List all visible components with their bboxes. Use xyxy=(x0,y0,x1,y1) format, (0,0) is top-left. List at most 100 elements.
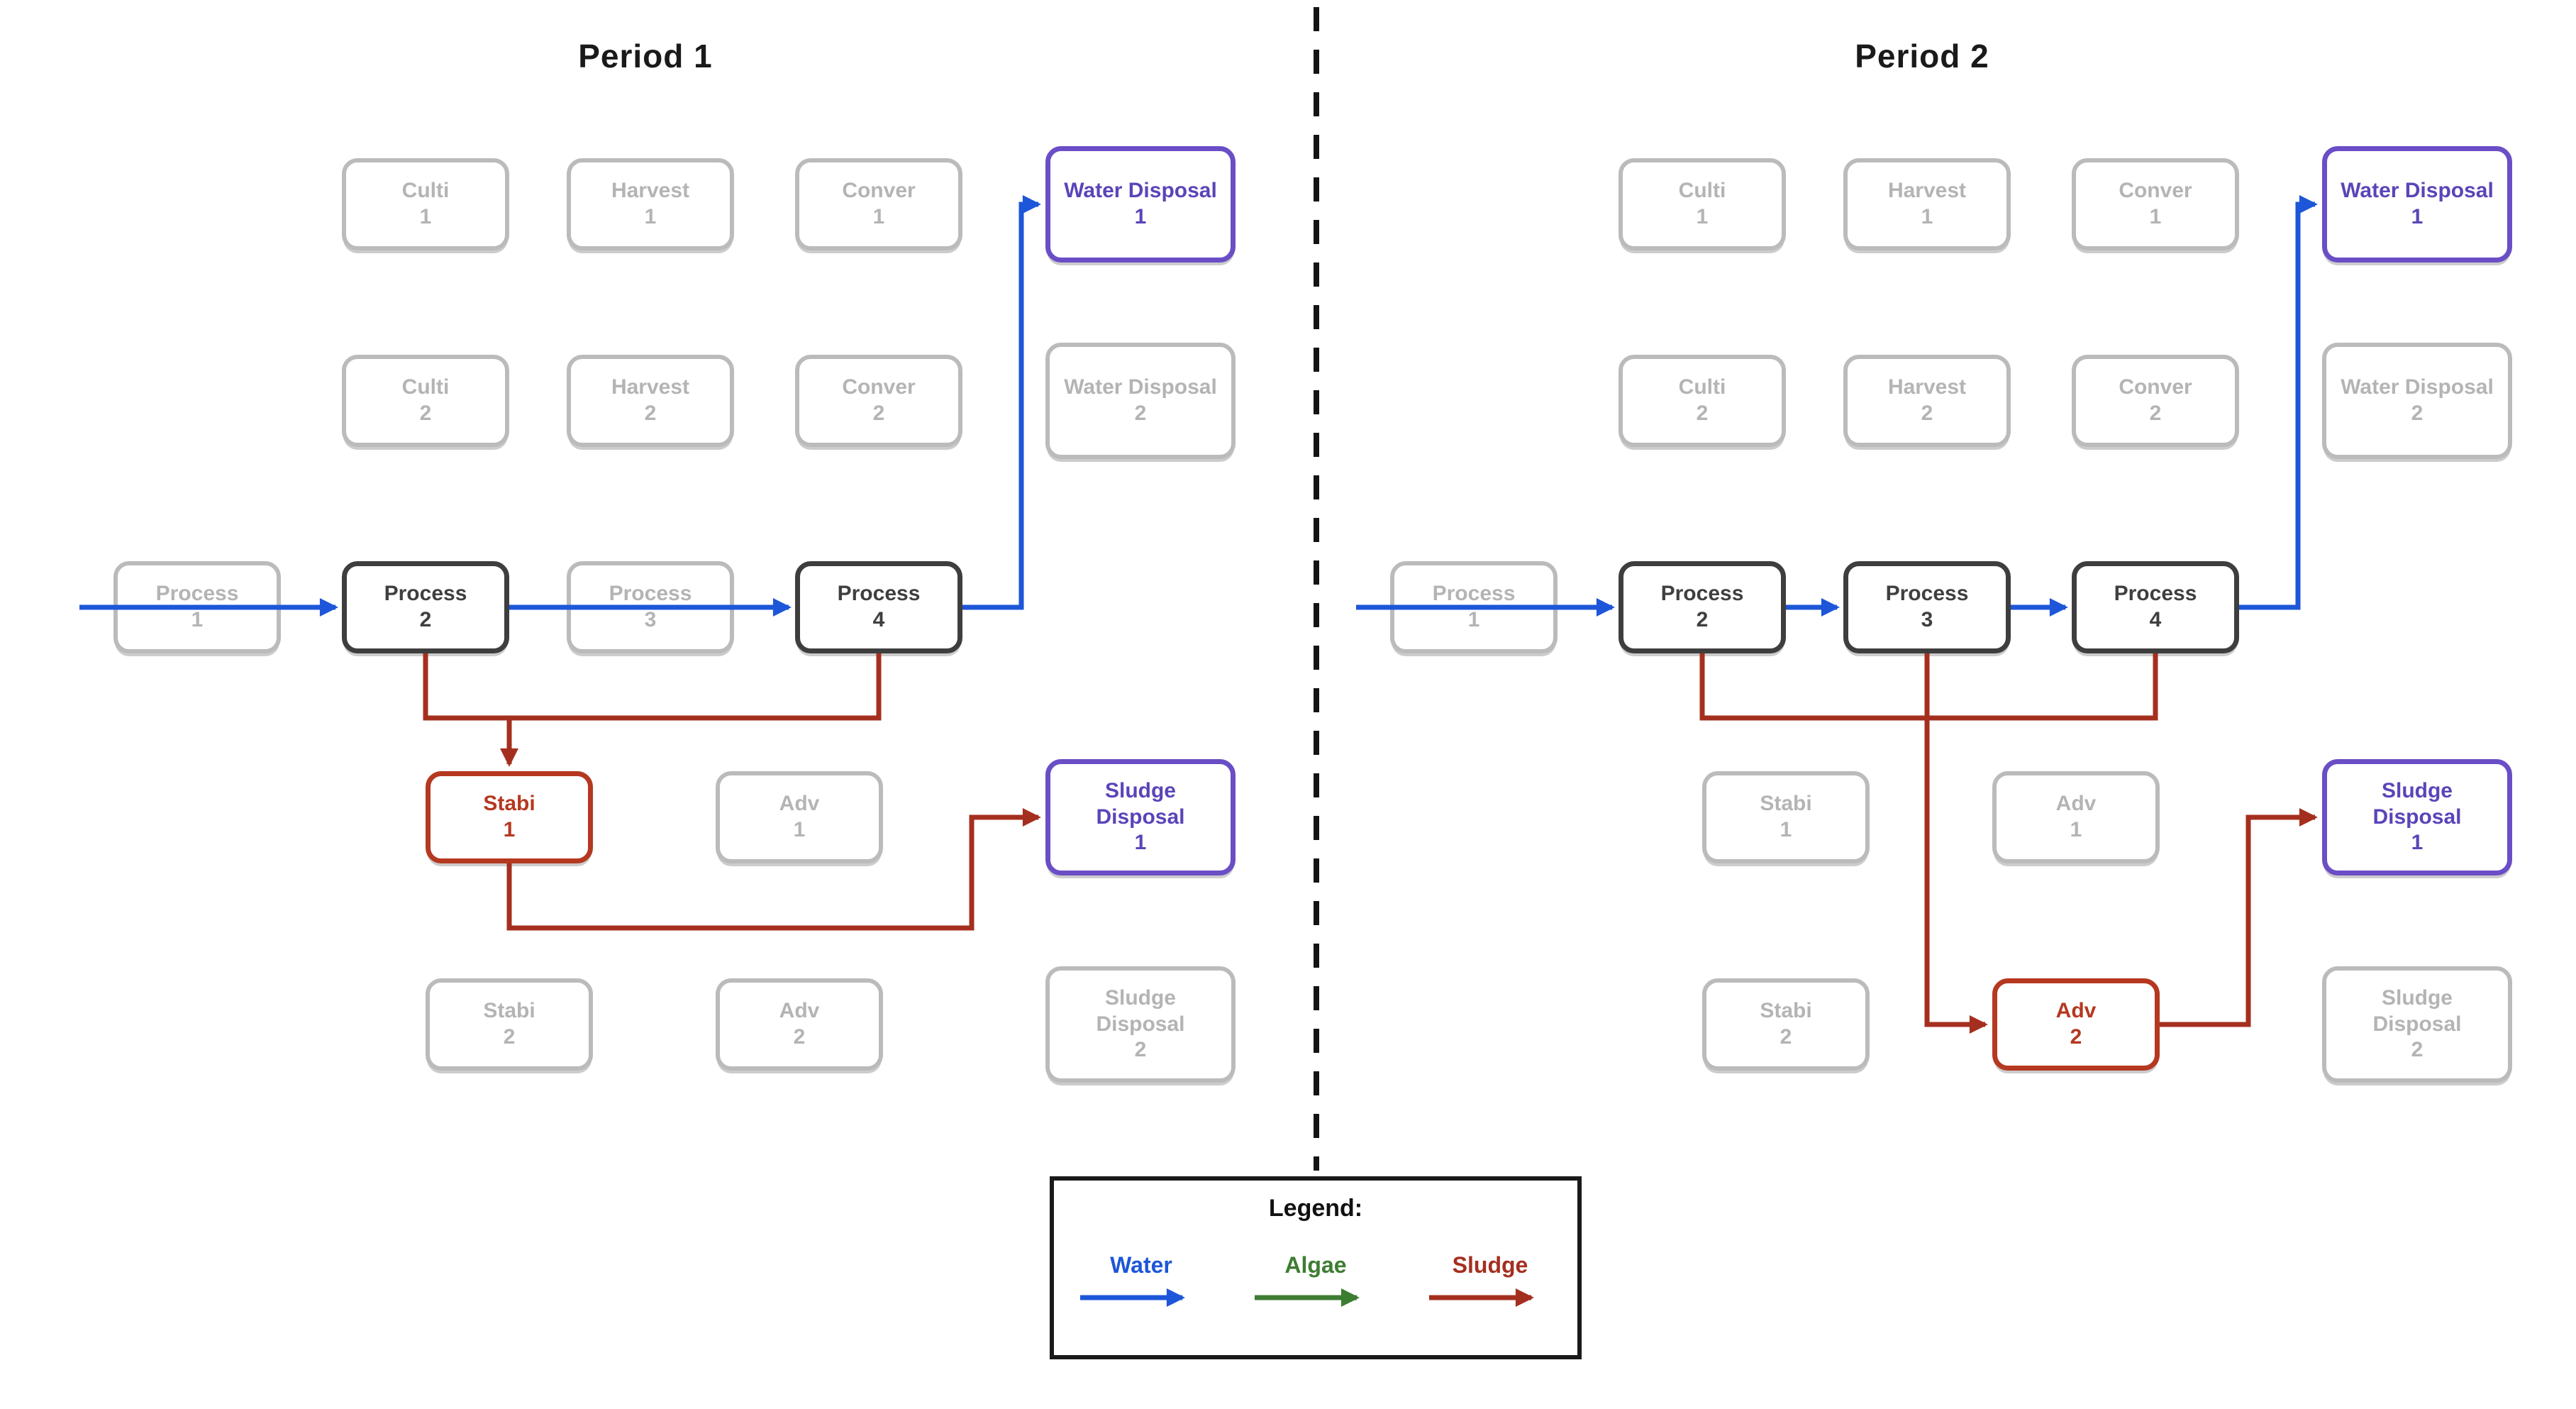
node-number: 2 xyxy=(2149,402,2162,425)
node-p1-process-4: Process 4 xyxy=(795,561,962,653)
node-number: 2 xyxy=(1696,608,1709,631)
node-p2-sludge-disposal-1: Sludge Disposal 1 xyxy=(2322,759,2512,875)
node-label: Stabi xyxy=(1760,792,1812,816)
node-p2-stabi-2: Stabi 2 xyxy=(1702,978,1870,1071)
node-label: Adv xyxy=(779,792,820,816)
node-label: Harvest xyxy=(1887,375,1967,399)
node-number: 1 xyxy=(793,818,806,841)
node-label: Water Disposal xyxy=(2341,179,2494,203)
node-p2-process-2: Process 2 xyxy=(1619,561,1786,653)
node-p2-sludge-disposal-2: Sludge Disposal 2 xyxy=(2322,966,2512,1083)
sludge-line-p1-process2-process4-junction xyxy=(423,653,882,721)
legend-label-water: Water xyxy=(1110,1252,1172,1278)
node-label: Process xyxy=(1660,582,1744,606)
node-label: Culti xyxy=(401,375,450,399)
node-p2-culti-1: Culti 1 xyxy=(1619,158,1786,250)
legend-label-algae: Algae xyxy=(1284,1252,1347,1278)
node-number: 2 xyxy=(1921,402,1933,425)
node-label: Sludge Disposal xyxy=(2372,986,2462,1036)
node-label: Sludge Disposal xyxy=(1096,779,1185,829)
node-label: Harvest xyxy=(611,375,690,399)
node-label: Stabi xyxy=(1760,999,1812,1023)
legend-entry-algae: Algae xyxy=(1252,1252,1379,1307)
node-p1-culti-1: Culti 1 xyxy=(342,158,509,250)
node-label: Stabi xyxy=(483,999,535,1023)
node-p1-process-1: Process 1 xyxy=(113,561,281,653)
node-p1-sludge-disposal-1: Sludge Disposal 1 xyxy=(1045,759,1236,875)
node-label: Adv xyxy=(2055,999,2097,1023)
node-p1-adv-2: Adv 2 xyxy=(716,978,883,1071)
legend-entry-water: Water xyxy=(1077,1252,1205,1307)
legend-title: Legend: xyxy=(1268,1195,1363,1222)
node-number: 2 xyxy=(419,402,432,425)
legend-label-sludge: Sludge xyxy=(1452,1252,1528,1278)
node-number: 4 xyxy=(872,608,885,631)
node-p1-water-disposal-1: Water Disposal 1 xyxy=(1045,146,1236,263)
node-number: 2 xyxy=(2070,1025,2082,1049)
node-label: Process xyxy=(155,582,239,606)
node-number: 1 xyxy=(2411,831,2424,855)
node-label: Process xyxy=(837,582,921,606)
node-p1-harvest-1: Harvest 1 xyxy=(567,158,734,250)
node-number: 1 xyxy=(644,205,657,228)
node-number: 2 xyxy=(1780,1025,1792,1049)
node-p2-water-disposal-2: Water Disposal 2 xyxy=(2322,343,2512,459)
node-number: 1 xyxy=(503,818,516,841)
node-number: 2 xyxy=(419,608,432,631)
node-label: Adv xyxy=(779,999,820,1023)
node-number: 2 xyxy=(2411,402,2424,425)
node-p2-conver-1: Conver 1 xyxy=(2072,158,2239,250)
node-p1-sludge-disposal-2: Sludge Disposal 2 xyxy=(1045,966,1236,1083)
node-number: 2 xyxy=(1134,1038,1147,1062)
node-p2-process-3: Process 3 xyxy=(1843,561,2011,653)
node-label: Harvest xyxy=(1887,179,1967,203)
node-number: 2 xyxy=(644,402,657,425)
node-number: 1 xyxy=(1780,818,1792,841)
node-p1-process-3: Process 3 xyxy=(567,561,734,653)
node-label: Process xyxy=(2114,582,2197,606)
node-label: Process xyxy=(1432,582,1516,606)
node-p1-process-2: Process 2 xyxy=(342,561,509,653)
node-p2-harvest-1: Harvest 1 xyxy=(1843,158,2011,250)
node-number: 1 xyxy=(1134,205,1147,228)
node-number: 4 xyxy=(2149,608,2162,631)
node-number: 2 xyxy=(2411,1038,2424,1062)
node-label: Conver xyxy=(842,179,916,203)
node-number: 1 xyxy=(2411,205,2424,228)
node-p2-process-4: Process 4 xyxy=(2072,561,2239,653)
node-label: Water Disposal xyxy=(1064,179,1217,203)
node-p2-harvest-2: Harvest 2 xyxy=(1843,355,2011,447)
node-label: Culti xyxy=(1678,179,1726,203)
node-label: Harvest xyxy=(611,179,690,203)
node-p2-adv-2: Adv 2 xyxy=(1992,978,2160,1071)
node-number: 2 xyxy=(1696,402,1709,425)
node-number: 1 xyxy=(1134,831,1147,855)
period1-title: Period 1 xyxy=(578,38,713,74)
node-label: Conver xyxy=(842,375,916,399)
period2-title: Period 2 xyxy=(1855,38,1989,74)
node-p1-harvest-2: Harvest 2 xyxy=(567,355,734,447)
legend-entry-sludge: Sludge xyxy=(1426,1252,1554,1307)
node-p1-conver-2: Conver 2 xyxy=(795,355,962,447)
node-label: Water Disposal xyxy=(1064,375,1217,399)
node-p2-stabi-1: Stabi 1 xyxy=(1702,771,1870,863)
sludge-arrow-icon xyxy=(1429,1288,1534,1307)
node-label: Process xyxy=(384,582,467,606)
node-number: 2 xyxy=(1134,402,1147,425)
node-label: Sludge Disposal xyxy=(1096,986,1185,1036)
node-label: Conver xyxy=(2119,179,2192,203)
node-label: Process xyxy=(1885,582,1969,606)
node-label: Stabi xyxy=(483,792,535,816)
node-number: 1 xyxy=(1921,205,1933,228)
algae-arrow-icon xyxy=(1255,1288,1360,1307)
node-p1-adv-1: Adv 1 xyxy=(716,771,883,863)
node-number: 2 xyxy=(503,1025,516,1049)
node-number: 1 xyxy=(1696,205,1709,228)
node-p1-culti-2: Culti 2 xyxy=(342,355,509,447)
node-number: 1 xyxy=(2149,205,2162,228)
node-label: Culti xyxy=(1678,375,1726,399)
node-p1-conver-1: Conver 1 xyxy=(795,158,962,250)
legend-row: Water Algae Sludge xyxy=(1054,1252,1577,1307)
water-arrow-icon xyxy=(1080,1288,1185,1307)
